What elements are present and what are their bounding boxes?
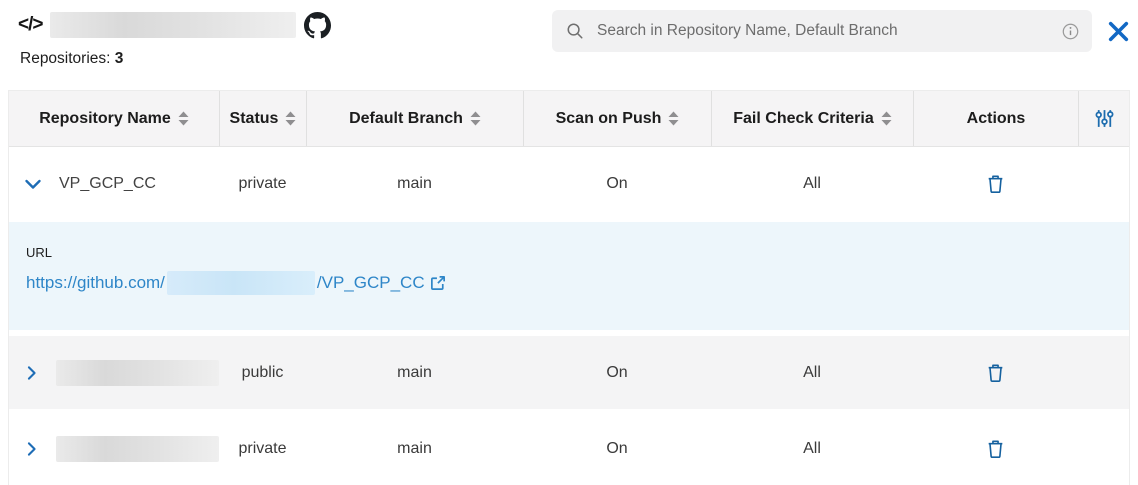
sort-icon bbox=[285, 111, 296, 126]
chevron-right-icon[interactable] bbox=[22, 362, 41, 384]
column-header-scan-on-push[interactable]: Scan on Push bbox=[523, 91, 711, 146]
redacted-url-segment bbox=[166, 271, 315, 295]
scan-on-push-value: On bbox=[606, 174, 628, 192]
chevron-right-icon[interactable] bbox=[22, 438, 41, 460]
column-label: Actions bbox=[966, 109, 1026, 127]
column-header-fail-check-criteria[interactable]: Fail Check Criteria bbox=[711, 91, 913, 146]
fail-check-value: All bbox=[803, 439, 821, 457]
search-icon bbox=[567, 23, 583, 39]
repositories-table: Repository Name Status Default Branch Sc… bbox=[8, 90, 1130, 485]
url-label: URL bbox=[26, 245, 53, 260]
table-row: public main On All bbox=[9, 336, 1129, 409]
github-logo-icon bbox=[304, 11, 332, 38]
repositories-count-label: Repositories: bbox=[20, 50, 111, 67]
scan-on-push-value: On bbox=[606, 439, 628, 457]
column-label: Status bbox=[229, 109, 279, 127]
status-cell: private bbox=[219, 175, 306, 193]
repositories-count: Repositories: 3 bbox=[18, 50, 331, 68]
repo-url-link[interactable]: https://github.com/ /VP_GCP_CC bbox=[26, 271, 447, 295]
column-header-status[interactable]: Status bbox=[219, 91, 306, 146]
status-cell: private bbox=[219, 440, 306, 458]
close-icon[interactable] bbox=[1107, 20, 1130, 43]
scan-on-push-cell: On bbox=[523, 364, 711, 382]
url-prefix: https://github.com/ bbox=[26, 273, 165, 292]
delete-icon[interactable] bbox=[986, 438, 1005, 459]
scan-on-push-value: On bbox=[606, 363, 628, 381]
external-link-icon bbox=[430, 276, 445, 290]
delete-icon[interactable] bbox=[986, 362, 1005, 383]
redacted-account-name bbox=[50, 12, 297, 38]
url-suffix: /VP_GCP_CC bbox=[316, 273, 425, 292]
column-header-settings-cell bbox=[1078, 91, 1129, 146]
column-label: Default Branch bbox=[349, 109, 463, 127]
actions-cell bbox=[913, 173, 1078, 194]
column-filter-icon[interactable] bbox=[1094, 108, 1115, 129]
table-row: VP_GCP_CC private main On All bbox=[9, 147, 1129, 220]
redacted-repository-name bbox=[56, 359, 219, 386]
table-header-row: Repository Name Status Default Branch Sc… bbox=[9, 91, 1129, 147]
status-value: private bbox=[238, 174, 287, 192]
default-branch-value: main bbox=[397, 174, 432, 192]
sort-icon bbox=[881, 111, 892, 126]
status-cell: public bbox=[219, 364, 306, 382]
code-icon: </> bbox=[18, 14, 44, 35]
repository-name-cell bbox=[9, 435, 219, 462]
status-value: private bbox=[238, 439, 287, 457]
fail-check-value: All bbox=[803, 174, 821, 192]
top-bar: </> Repositories: 3 bbox=[0, 0, 1138, 70]
fail-check-criteria-cell: All bbox=[711, 364, 913, 382]
repositories-count-value: 3 bbox=[114, 50, 124, 67]
default-branch-cell: main bbox=[306, 440, 523, 458]
column-label: Scan on Push bbox=[555, 109, 662, 127]
fail-check-criteria-cell: All bbox=[711, 175, 913, 193]
column-header-actions: Actions bbox=[913, 91, 1078, 146]
sort-icon bbox=[470, 111, 481, 126]
fail-check-criteria-cell: All bbox=[711, 440, 913, 458]
repository-name: VP_GCP_CC bbox=[59, 174, 156, 192]
info-icon[interactable] bbox=[1061, 22, 1080, 41]
default-branch-cell: main bbox=[306, 175, 523, 193]
column-header-default-branch[interactable]: Default Branch bbox=[306, 91, 523, 146]
actions-cell bbox=[913, 362, 1078, 383]
search-bar[interactable] bbox=[552, 10, 1092, 52]
search-input[interactable] bbox=[595, 21, 1051, 41]
column-label: Repository Name bbox=[39, 109, 171, 127]
repository-name-cell bbox=[9, 359, 219, 386]
search-area bbox=[552, 10, 1130, 52]
delete-icon[interactable] bbox=[986, 173, 1005, 194]
repo-detail-panel: URL https://github.com/ /VP_GCP_CC bbox=[9, 222, 1129, 330]
fail-check-value: All bbox=[803, 363, 821, 381]
actions-cell bbox=[913, 438, 1078, 459]
sort-icon bbox=[178, 111, 189, 126]
redacted-repository-name bbox=[56, 435, 219, 462]
scan-on-push-cell: On bbox=[523, 440, 711, 458]
column-label: Fail Check Criteria bbox=[733, 109, 874, 127]
default-branch-cell: main bbox=[306, 364, 523, 382]
chevron-down-icon[interactable] bbox=[22, 173, 44, 195]
sort-icon bbox=[668, 111, 679, 126]
column-header-repository-name[interactable]: Repository Name bbox=[9, 91, 219, 146]
repository-name-cell: VP_GCP_CC bbox=[9, 173, 219, 195]
status-value: public bbox=[241, 363, 284, 381]
default-branch-value: main bbox=[397, 363, 432, 381]
repo-source-header: </> Repositories: 3 bbox=[8, 10, 332, 68]
scan-on-push-cell: On bbox=[523, 175, 711, 193]
default-branch-value: main bbox=[397, 439, 432, 457]
table-row: private main On All bbox=[9, 412, 1129, 485]
